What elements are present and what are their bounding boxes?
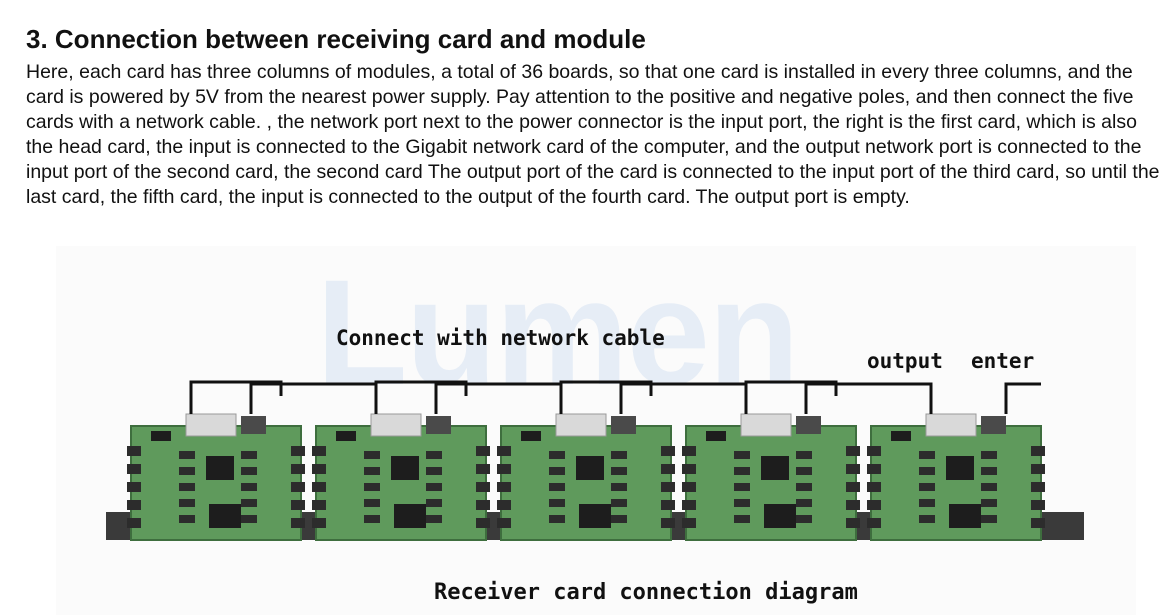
power-connector <box>241 416 266 434</box>
network-cable <box>804 382 933 414</box>
network-port <box>555 413 607 437</box>
chip <box>206 456 234 480</box>
network-cable <box>249 382 378 414</box>
chip <box>761 456 789 480</box>
chip <box>209 504 241 528</box>
network-port <box>185 413 237 437</box>
power-connector <box>981 416 1006 434</box>
network-cable <box>434 382 563 414</box>
power-connector <box>611 416 636 434</box>
enter-label: enter <box>971 349 1035 373</box>
network-port <box>740 413 792 437</box>
network-cable <box>189 380 283 414</box>
chip <box>949 504 981 528</box>
network-cable-label: Connect with network cable <box>336 326 665 350</box>
chip <box>946 456 974 480</box>
section-paragraph: Here, each card has three columns of mod… <box>26 61 1160 208</box>
chip <box>576 456 604 480</box>
diagram-caption: Receiver card connection diagram <box>434 580 858 605</box>
input-cable <box>1004 382 1041 414</box>
section-title: 3. Connection between receiving card and… <box>26 24 646 54</box>
network-cable <box>559 380 653 414</box>
network-cable <box>619 382 748 414</box>
chip <box>579 504 611 528</box>
network-cable <box>744 380 838 414</box>
power-connector <box>426 416 451 434</box>
network-cable <box>374 380 468 414</box>
output-label: output <box>867 349 943 373</box>
power-connector <box>796 416 821 434</box>
chip <box>764 504 796 528</box>
network-port <box>370 413 422 437</box>
chip <box>391 456 419 480</box>
receiver-cards-illustration <box>106 380 1084 541</box>
network-port <box>925 413 977 437</box>
lumen-watermark: Lumen <box>316 248 800 416</box>
connection-diagram-image: Lumen Connect with network cable output … <box>56 246 1136 615</box>
chip <box>394 504 426 528</box>
